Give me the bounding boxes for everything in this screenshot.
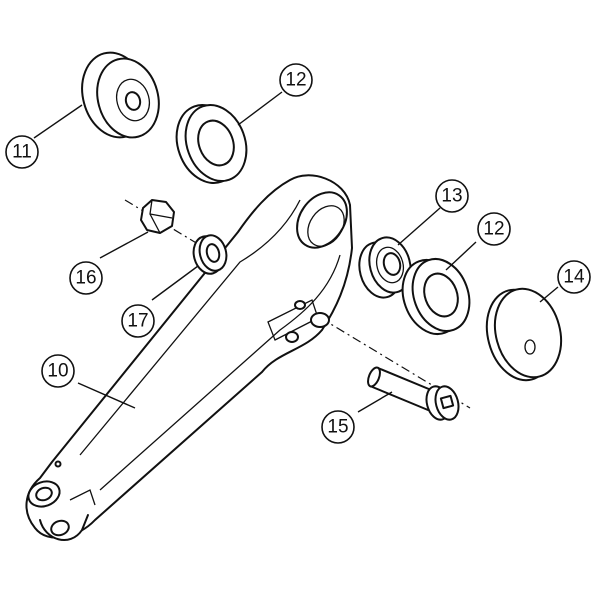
svg-text:12: 12 xyxy=(483,219,504,240)
callout-12-upper: 12 xyxy=(279,63,313,97)
crank-arm-part-10 xyxy=(25,174,353,541)
svg-text:16: 16 xyxy=(75,268,96,289)
svg-text:11: 11 xyxy=(12,142,32,163)
washer-part-17 xyxy=(192,234,228,275)
svg-text:10: 10 xyxy=(47,361,68,382)
svg-text:15: 15 xyxy=(327,417,348,438)
bearing-flanged-part-11 xyxy=(81,51,160,139)
bolt-part-15 xyxy=(367,366,460,421)
svg-text:13: 13 xyxy=(441,186,462,207)
callout-10: 10 xyxy=(41,354,75,388)
svg-text:14: 14 xyxy=(563,267,585,288)
callout-17: 17 xyxy=(121,304,155,338)
nut-part-16 xyxy=(140,199,175,234)
ring-part-12-upper xyxy=(175,104,248,184)
svg-text:17: 17 xyxy=(127,311,148,332)
leader-lines xyxy=(33,91,559,413)
callout-13: 13 xyxy=(435,179,469,213)
callout-16: 16 xyxy=(69,261,103,295)
callout-12-lower: 12 xyxy=(477,212,511,246)
ring-part-12-lower xyxy=(401,258,471,335)
callout-14: 14 xyxy=(557,260,591,294)
callout-11: 11 xyxy=(5,135,39,169)
bushing-part-13 xyxy=(358,236,412,299)
cover-cap-part-14 xyxy=(485,287,563,382)
callout-15: 15 xyxy=(321,410,355,444)
svg-text:12: 12 xyxy=(285,70,306,91)
